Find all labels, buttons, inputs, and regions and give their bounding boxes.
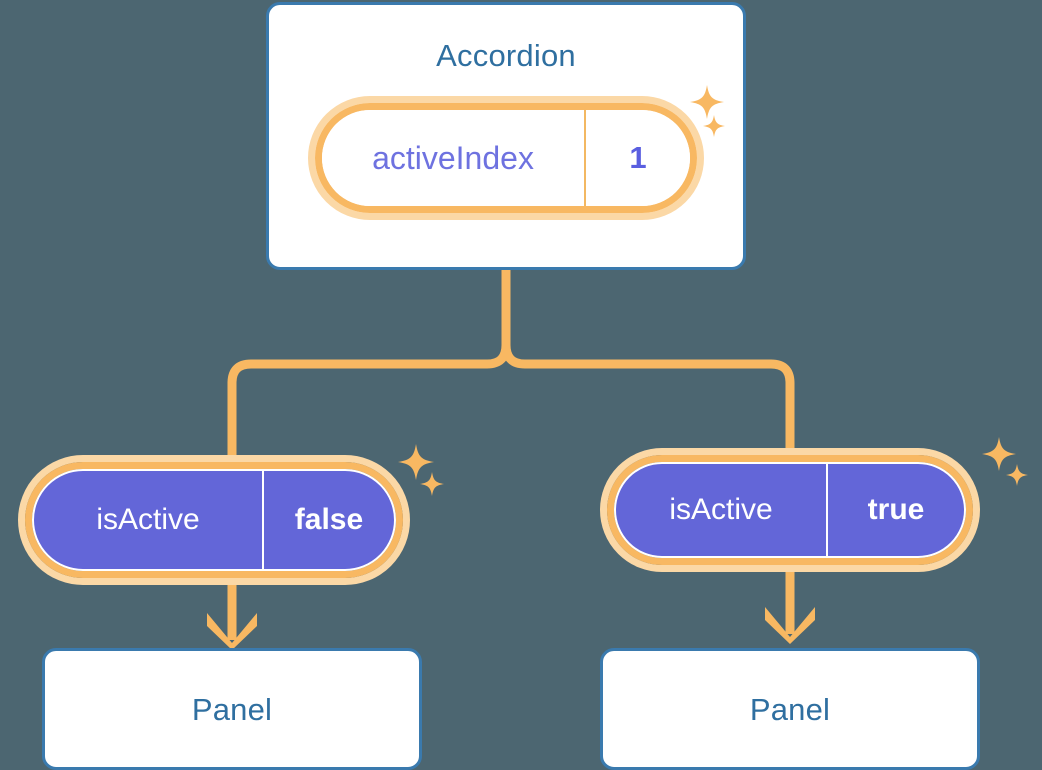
panel-component-card-left[interactable]: Panel (42, 648, 422, 770)
accordion-card-title: Accordion (436, 38, 576, 73)
state-pill-value: true (867, 493, 925, 526)
state-pill-is-active-false[interactable]: isActive false (18, 455, 410, 585)
panel-card-title: Panel (191, 692, 273, 727)
state-pill-active-index[interactable]: activeIndex 1 (308, 96, 704, 220)
arrow-down-icon-left (207, 613, 257, 650)
state-pill-ring (600, 448, 980, 572)
arrow-down-icon-right (765, 607, 815, 644)
sparkle-star-icon (420, 472, 444, 496)
state-pill-value: 1 (629, 140, 647, 175)
state-pill-key: isActive (616, 464, 828, 556)
state-pill-body: activeIndex 1 (322, 110, 690, 206)
state-pill-ring (18, 455, 410, 585)
sparkle-star-icon (398, 444, 434, 480)
state-pill-body: isActive true (614, 462, 966, 558)
state-pill-key: isActive (34, 471, 264, 569)
state-pill-body: isActive false (32, 469, 396, 571)
branch-path-right (501, 270, 795, 448)
panel-card-title: Panel (749, 692, 831, 727)
state-pill-value: false (294, 503, 364, 536)
state-pill-ring (308, 96, 704, 220)
sparkle-star-icon (982, 437, 1016, 471)
state-pill-is-active-true[interactable]: isActive true (600, 448, 980, 572)
state-pill-key: activeIndex (322, 110, 586, 206)
branch-path-left (227, 270, 511, 455)
panel-component-card-right[interactable]: Panel (600, 648, 980, 770)
sparkle-star-icon (1006, 464, 1028, 486)
